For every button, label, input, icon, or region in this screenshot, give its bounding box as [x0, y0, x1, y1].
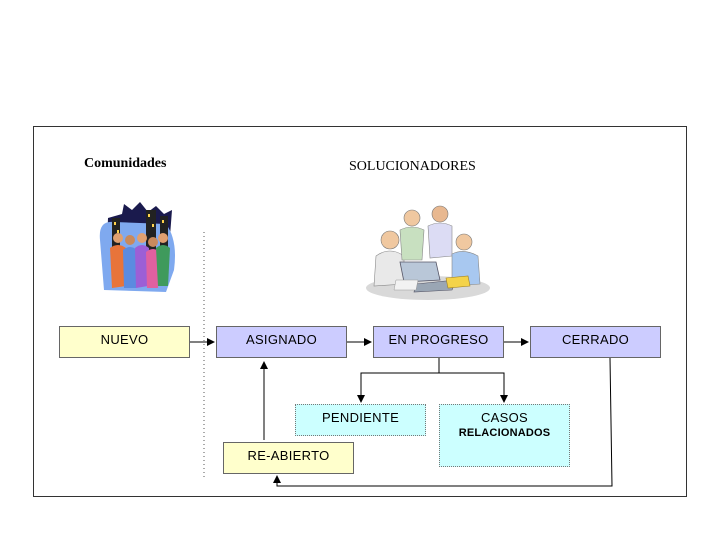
state-casos-relacionados: CASOS RELACIONADOS: [439, 404, 570, 467]
state-reabierto-label: RE-ABIERTO: [247, 448, 330, 463]
diagram-frame: [33, 126, 687, 497]
arrow-progreso-pendiente: [357, 358, 440, 403]
state-nuevo: NUEVO: [59, 326, 190, 358]
state-pendiente: PENDIENTE: [295, 404, 426, 436]
state-en-progreso-label: EN PROGRESO: [388, 332, 489, 347]
state-asignado-label: ASIGNADO: [245, 332, 318, 347]
state-cerrado: CERRADO: [530, 326, 661, 358]
state-pendiente-label: PENDIENTE: [321, 410, 400, 425]
state-casos-sublabel: RELACIONADOS: [458, 427, 551, 439]
state-casos-label: CASOS: [480, 410, 528, 425]
communities-title: Comunidades: [84, 156, 167, 171]
arrow-progreso-casos: [439, 372, 508, 403]
state-en-progreso: EN PROGRESO: [373, 326, 504, 358]
arrow-cerrado-reabierto: [273, 357, 613, 487]
community-people-icon: [99, 202, 175, 292]
solvers-title: SOLUCIONADORES: [349, 159, 476, 174]
state-nuevo-label: NUEVO: [100, 332, 149, 347]
state-asignado: ASIGNADO: [216, 326, 347, 358]
solvers-team-icon: [366, 205, 490, 300]
state-reabierto: RE-ABIERTO: [223, 442, 354, 474]
state-cerrado-label: CERRADO: [561, 332, 630, 347]
